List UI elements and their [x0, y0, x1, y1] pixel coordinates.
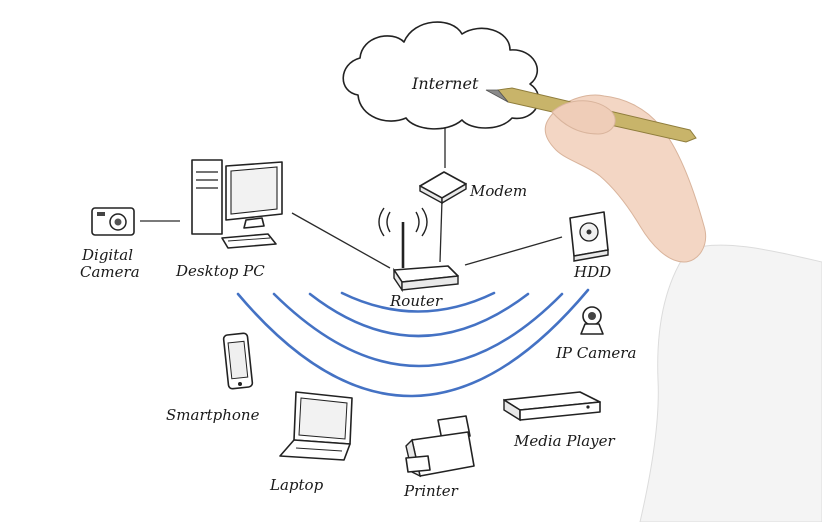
desktop-pc-icon: [191, 159, 283, 249]
sleeve: [639, 244, 822, 522]
hdd-label: HDD: [573, 263, 611, 281]
smartphone-label: Smartphone: [166, 406, 260, 424]
printer-icon: [405, 415, 475, 478]
digital-camera-node: Digital Camera: [80, 207, 140, 281]
laptop-label: Laptop: [269, 476, 324, 494]
hand-with-pen: [485, 87, 822, 522]
ip-camera-node: IP Camera: [555, 306, 636, 362]
smartphone-node: Smartphone: [166, 332, 260, 424]
wifi-wave-3: [272, 292, 564, 368]
link-hdd-router: [464, 236, 563, 266]
media-player-icon: [503, 391, 601, 422]
wifi-wave-4: [236, 288, 590, 398]
connection-lines: [140, 126, 563, 269]
ip-camera-label: IP Camera: [555, 344, 636, 362]
internet-label: Internet: [411, 74, 479, 93]
wifi-waves: [236, 288, 590, 398]
wifi-wave-2: [308, 292, 530, 338]
link-modem-router: [439, 199, 443, 263]
digital-camera-label-line2: Camera: [80, 263, 140, 281]
router-label: Router: [389, 292, 443, 310]
hdd-node: HDD: [569, 211, 611, 281]
laptop-icon: [279, 391, 353, 461]
modem-icon: [419, 171, 467, 205]
smartphone-icon: [222, 332, 254, 390]
link-desktop-router: [291, 212, 391, 269]
printer-node: Printer: [403, 415, 475, 500]
printer-label: Printer: [403, 482, 459, 500]
router-node: Router: [378, 207, 459, 310]
desktop-pc-node: Desktop PC: [175, 159, 283, 280]
internet-node: Internet: [342, 21, 540, 130]
modem-label: Modem: [469, 182, 527, 200]
cloud-icon: [342, 21, 540, 130]
media-player-label: Media Player: [513, 432, 616, 450]
hdd-icon: [569, 211, 609, 262]
router-icon: [378, 207, 459, 293]
modem-node: Modem: [419, 171, 527, 205]
wifi-wave-1: [340, 291, 496, 313]
desktop-pc-label: Desktop PC: [175, 262, 265, 280]
digital-camera-label-line1: Digital: [81, 246, 133, 264]
pen-tip: [485, 89, 509, 103]
laptop-node: Laptop: [269, 391, 353, 494]
digital-camera-icon: [91, 207, 135, 236]
media-player-node: Media Player: [503, 391, 616, 450]
thumb: [551, 100, 616, 135]
ip-camera-icon: [580, 306, 604, 335]
